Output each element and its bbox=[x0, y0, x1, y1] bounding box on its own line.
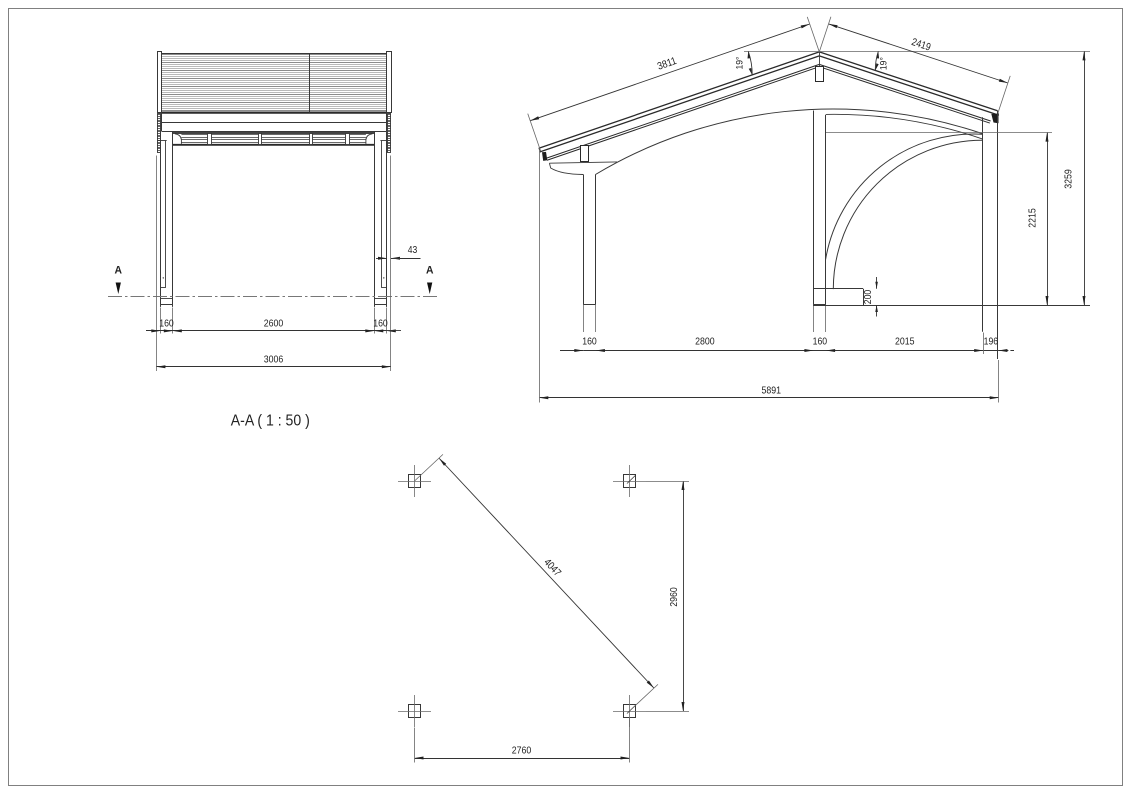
svg-text:2760: 2760 bbox=[512, 745, 532, 757]
svg-text:3006: 3006 bbox=[264, 353, 284, 365]
svg-text:160: 160 bbox=[373, 318, 388, 330]
svg-text:160: 160 bbox=[582, 335, 597, 347]
svg-text:2960: 2960 bbox=[668, 587, 680, 607]
svg-text:A: A bbox=[426, 265, 434, 277]
svg-text:3259: 3259 bbox=[1063, 169, 1075, 189]
svg-text:160: 160 bbox=[159, 318, 174, 330]
svg-text:196: 196 bbox=[984, 335, 999, 347]
svg-text:19°: 19° bbox=[734, 56, 745, 69]
svg-text:200: 200 bbox=[863, 289, 874, 304]
svg-text:2800: 2800 bbox=[695, 335, 715, 347]
svg-text:A-A ( 1 : 50 ): A-A ( 1 : 50 ) bbox=[231, 413, 310, 430]
svg-text:2600: 2600 bbox=[264, 318, 284, 330]
svg-text:43: 43 bbox=[408, 244, 418, 256]
svg-text:19°: 19° bbox=[879, 57, 890, 70]
svg-text:2015: 2015 bbox=[895, 335, 915, 347]
svg-text:160: 160 bbox=[813, 335, 828, 347]
svg-text:2419: 2419 bbox=[910, 36, 932, 54]
svg-text:A: A bbox=[115, 265, 123, 277]
svg-text:2215: 2215 bbox=[1027, 208, 1039, 228]
svg-text:5891: 5891 bbox=[762, 384, 782, 396]
